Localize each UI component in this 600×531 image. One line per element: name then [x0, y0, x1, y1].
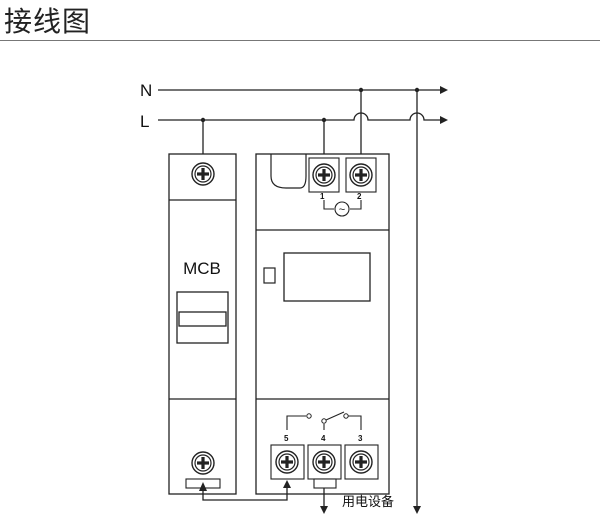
timer-display [283, 252, 371, 302]
timer-device [255, 153, 390, 495]
relay-contact-icon [286, 411, 362, 430]
terminal-3-label: 3 [358, 434, 363, 443]
live-label: L [140, 112, 149, 131]
terminal-4-label: 4 [321, 434, 326, 443]
title-divider [0, 40, 600, 41]
mcb-toggle-lever [178, 311, 227, 327]
terminal-1-label: 1 [320, 192, 325, 201]
mcb-label: MCB [183, 259, 221, 278]
ac-supply-connector [323, 200, 362, 210]
arrow-up-icon [199, 482, 207, 491]
mcb-to-timer-wire [202, 480, 291, 501]
terminal-1-screw-icon [312, 163, 336, 187]
terminal-2-screw-icon [349, 163, 373, 187]
ac-symbol: ~ [339, 204, 345, 216]
page-title: 接线图 [4, 5, 92, 38]
neutral-label: N [140, 81, 152, 100]
timer-button [263, 267, 276, 284]
terminal-5-label: 5 [284, 434, 289, 443]
ac-symbol-icon [334, 201, 350, 217]
mcb-breaker: MCB [168, 153, 237, 495]
terminal-4-screw-icon [312, 450, 336, 474]
load-label: 用电设备 [342, 494, 394, 509]
mcb-bottom-screw-icon [191, 451, 215, 475]
mcb-top-screw-icon [191, 162, 215, 186]
terminal-2-label: 2 [357, 192, 362, 201]
live-wire [158, 112, 448, 124]
terminal-3-screw-icon [349, 450, 373, 474]
terminal-5-screw-icon [275, 450, 299, 474]
